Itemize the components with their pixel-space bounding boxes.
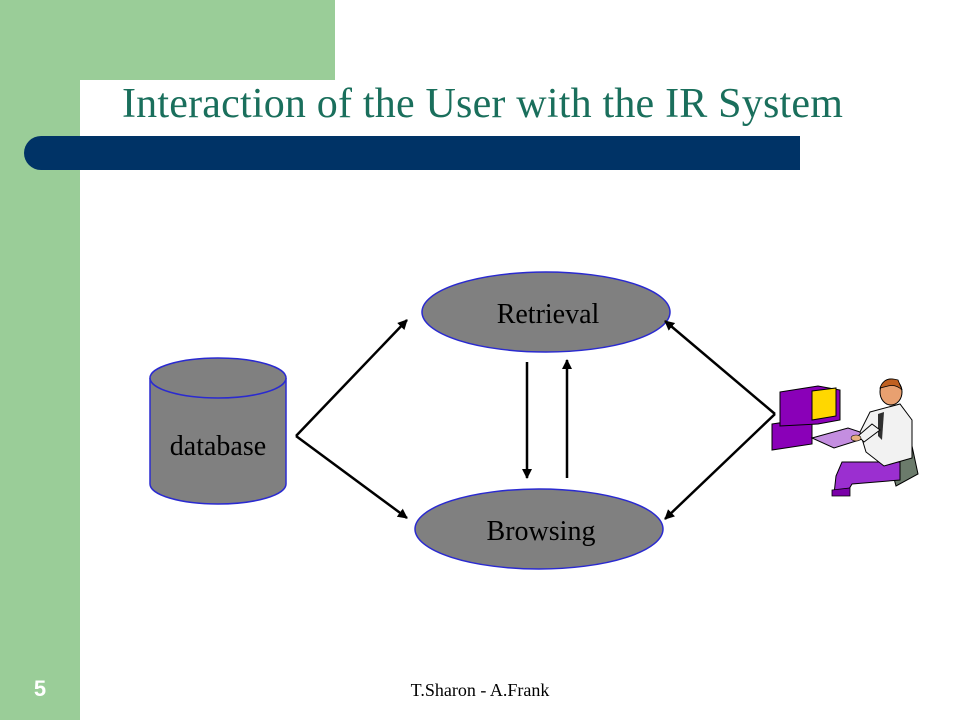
database-cylinder: database: [149, 357, 287, 505]
retrieval-label: Retrieval: [497, 299, 600, 330]
footer-author-credit: T.Sharon - A.Frank: [410, 680, 550, 700]
browsing-label: Browsing: [487, 516, 596, 547]
browsing-node: Browsing: [414, 488, 664, 570]
arrow-user-to-retrieval: [664, 320, 776, 415]
top-accent-block: [80, 0, 335, 80]
arrow-database-to-browsing: [295, 434, 408, 520]
retrieval-node: Retrieval: [421, 271, 671, 353]
user-at-computer-icon: [771, 378, 919, 497]
slide-title: Interaction of the User with the IR Syst…: [122, 81, 844, 127]
slide-number: 5: [33, 676, 47, 701]
database-label: database: [170, 431, 266, 462]
arrow-user-to-browsing: [664, 413, 776, 520]
title-underline-bar: [24, 136, 800, 170]
arrow-database-to-retrieval: [295, 319, 408, 437]
left-accent-bar: [0, 0, 80, 720]
